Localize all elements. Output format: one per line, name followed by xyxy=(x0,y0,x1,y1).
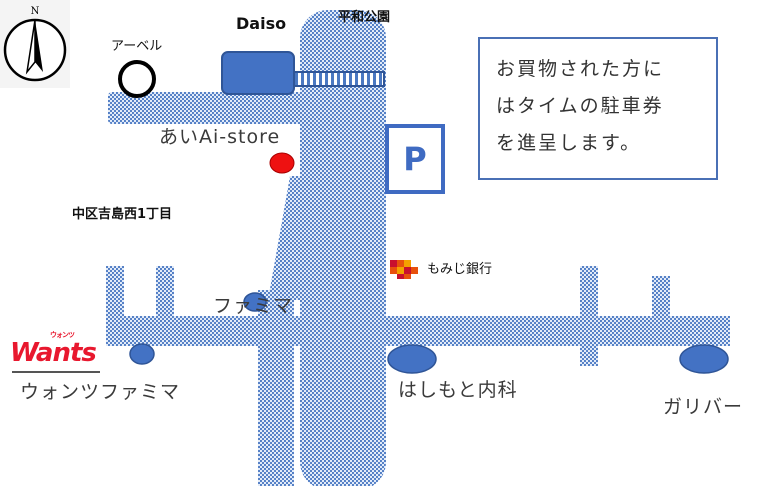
street-vertical-4 xyxy=(652,276,670,346)
wants-logo: Wants ウォンツ xyxy=(10,331,97,368)
notice-line-2: はタイムの駐車券 xyxy=(496,95,664,117)
wants-familymart-label: ウォンツファミマ xyxy=(20,381,181,403)
parking-notice: お買物された方に はタイムの駐車券 を進呈します。 xyxy=(478,37,718,180)
road-main-north-south xyxy=(300,10,386,486)
daiso-label: Daiso xyxy=(236,14,287,33)
street-vertical-3 xyxy=(580,266,598,366)
road-diagonal-branch xyxy=(268,176,300,300)
compass-north-label: N xyxy=(31,6,40,17)
notice-line-1: お買物された方に xyxy=(496,58,665,80)
familymart-marker xyxy=(243,292,267,312)
road-upper-east-west xyxy=(108,92,384,124)
momiji-bank-logo xyxy=(390,260,418,279)
hashimoto-clinic-marker xyxy=(387,344,437,374)
aberu-marker xyxy=(118,60,156,98)
notice-line-3: を進呈します。 xyxy=(496,132,642,154)
daiso-building xyxy=(221,51,295,95)
parking-sign: P xyxy=(385,124,445,194)
ai-store-marker xyxy=(269,152,295,174)
street-vertical-1 xyxy=(106,266,124,346)
daiso-passage xyxy=(293,71,385,87)
aberu-label: アーベル xyxy=(111,39,163,54)
familymart-label: ファミマ xyxy=(213,295,294,317)
gulliver-marker xyxy=(679,344,729,374)
wants-logo-underline xyxy=(12,371,100,373)
wants-logo-text: Wants xyxy=(10,338,97,368)
compass: N xyxy=(0,0,70,88)
wants-logo-kana: ウォンツ xyxy=(50,331,75,339)
wants-familymart-marker xyxy=(129,343,155,365)
gulliver-label: ガリバー xyxy=(663,396,744,418)
address-label: 中区吉島西1丁目 xyxy=(72,207,173,222)
ai-store-label: あいAi-store xyxy=(159,126,281,148)
parking-icon: P xyxy=(403,140,427,178)
hashimoto-clinic-label: はしもと内科 xyxy=(398,379,518,401)
compass-icon: N xyxy=(0,0,70,88)
street-vertical-2 xyxy=(156,266,174,346)
road-lower-east-west xyxy=(108,316,730,346)
heiwa-park-label: 平和公園 xyxy=(338,10,391,25)
momiji-bank-label: もみじ銀行 xyxy=(427,262,493,277)
